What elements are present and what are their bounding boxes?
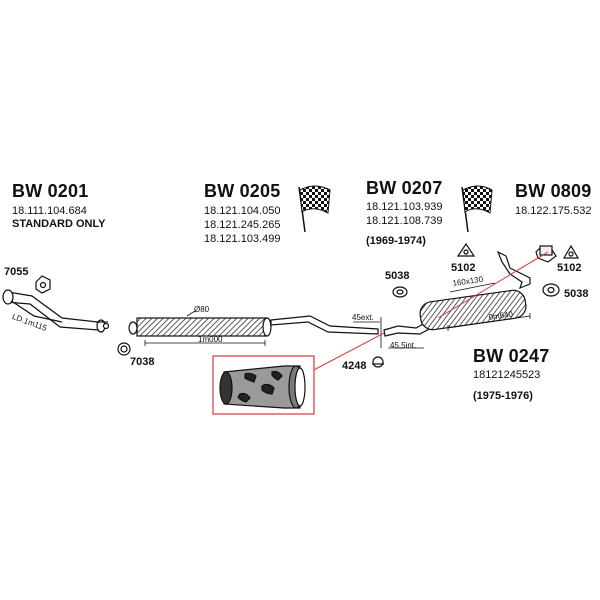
dimension-lines [144, 310, 424, 349]
accessory-4248: 4248 [342, 360, 367, 372]
sleeve-detail-illustration [219, 365, 306, 409]
middle-silencer [128, 315, 379, 337]
checkered-flag-icon-2 [461, 185, 493, 233]
part-number-bw0205-2: 18.121.245.265 [204, 219, 281, 231]
part-code-bw0809: BW 0809 [515, 181, 592, 201]
part-code-bw0247: BW 0247 [473, 346, 550, 366]
zoom-leader-lines [309, 251, 549, 373]
part-note-bw0201: STANDARD ONLY [12, 218, 106, 230]
front-pipe [2, 289, 110, 333]
dim-tube-diameter: Ø80 [194, 305, 210, 314]
bracket-5102-left [456, 242, 476, 257]
clamp-4248 [372, 356, 384, 368]
rear-silencer [383, 250, 531, 337]
part-number-bw0207-2: 18.121.108.739 [366, 215, 443, 227]
accessory-7038: 7038 [130, 356, 155, 368]
tailpipe-bw0809 [535, 245, 557, 263]
part-code-bw0201: BW 0201 [12, 181, 89, 201]
part-number-bw0809: 18.122.175.532 [515, 205, 592, 217]
part-number-bw0205-1: 18.121.104.050 [204, 205, 281, 217]
part-number-bw0207-1: 18.121.103.939 [366, 201, 443, 213]
part-code-bw0205: BW 0205 [204, 181, 281, 201]
accessory-7055: 7055 [4, 266, 29, 278]
ring-7038 [117, 342, 131, 356]
gasket-7055 [35, 275, 51, 294]
accessory-5038-right: 5038 [564, 288, 589, 300]
accessory-5102-left: 5102 [451, 262, 476, 274]
rubber-5038-right [542, 283, 560, 297]
part-number-bw0205-3: 18.121.103.499 [204, 233, 281, 245]
dim-int-diameter: 45,5int. [390, 341, 417, 350]
part-note-bw0207: (1969-1974) [366, 235, 426, 247]
part-code-bw0207: BW 0207 [366, 178, 443, 198]
part-number-bw0247: 18121245523 [473, 369, 541, 381]
muffler-dimensions [447, 282, 531, 331]
dim-middle-length: 1m000 [198, 335, 223, 344]
dim-ext-diameter: 45ext. [352, 313, 374, 322]
rubber-5038-top [392, 286, 408, 298]
part-note-bw0247: (1975-1976) [473, 390, 533, 402]
part-number-bw0201: 18.111.104.684 [12, 205, 87, 217]
accessory-5102-right: 5102 [557, 262, 582, 274]
bracket-5102-right [562, 244, 580, 259]
accessory-5038-top: 5038 [385, 270, 410, 282]
checkered-flag-icon-1 [298, 185, 331, 233]
